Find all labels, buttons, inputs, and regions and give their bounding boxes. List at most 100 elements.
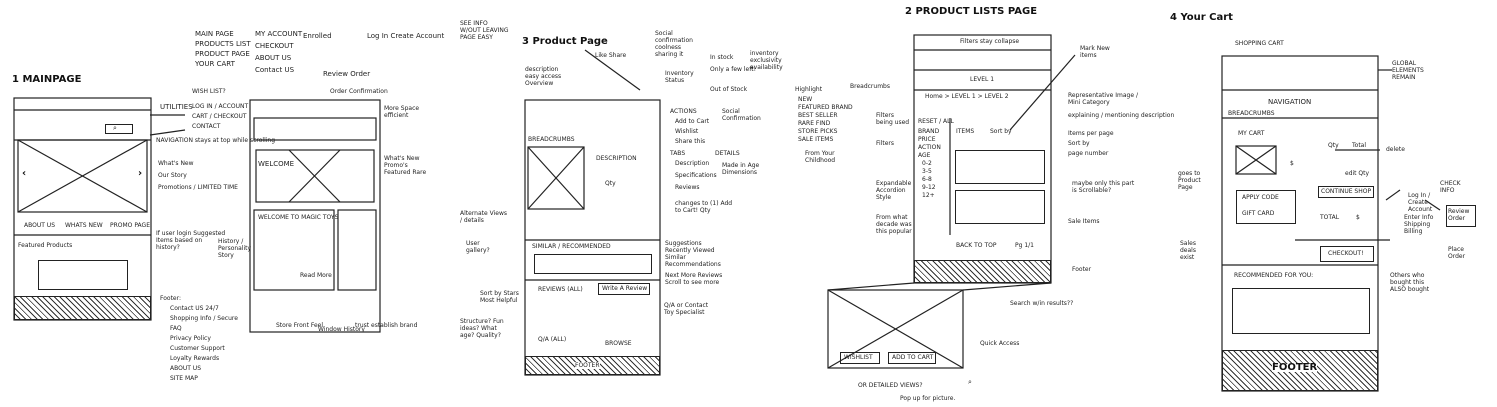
pl-filter-note: Filters stay collapse bbox=[960, 38, 1020, 45]
pl-right-note: Items per page bbox=[1068, 130, 1114, 137]
pp-similar: SIMILAR / RECOMMENDED bbox=[532, 243, 611, 250]
pl-highlight-item: SALE ITEMS bbox=[798, 136, 834, 143]
pp-alt-views: Alternate Views / details bbox=[460, 210, 507, 224]
cart-total-label: TOTAL bbox=[1320, 214, 1340, 221]
footer-item: Contact US 24/7 bbox=[170, 305, 219, 312]
inventory-item: Out of Stock bbox=[710, 86, 748, 93]
write-review-button bbox=[598, 283, 650, 295]
cart-check-info: CHECK INFO bbox=[1440, 180, 1461, 194]
checkout-button bbox=[1320, 246, 1374, 262]
see-info-note: SEE INFO W/OUT LEAVING PAGE EASY bbox=[460, 20, 509, 41]
cart-place-order: Place Order bbox=[1448, 246, 1466, 260]
pl-right-note: explaining / mentioning description bbox=[1068, 112, 1175, 119]
pl-right-note: page number bbox=[1068, 150, 1109, 157]
pl-highlight-item: RARE FIND bbox=[798, 120, 831, 127]
pl-back-to-top: BACK TO TOP bbox=[956, 242, 997, 249]
pl-filter-item: AGE bbox=[918, 152, 931, 159]
nav-item-whats-new: WHATS NEW bbox=[65, 222, 103, 229]
social-note: Social confirmation coolness sharing it bbox=[655, 30, 693, 58]
legend-item: ABOUT US bbox=[255, 54, 292, 62]
store-front-note: Store Front Feel bbox=[276, 322, 324, 329]
trust-note: trust establish brand bbox=[355, 322, 418, 329]
footer-item: Customer Support bbox=[170, 345, 225, 352]
cart-others-note: Others who bought this ALSO bought bbox=[1390, 272, 1430, 293]
more-space-note: More Space efficient bbox=[384, 105, 420, 119]
alt-welcome: WELCOME bbox=[258, 160, 295, 168]
pl-quick-access: Quick Access bbox=[980, 340, 1020, 347]
pl-product-grid-row bbox=[955, 150, 1045, 184]
product-page-heading: 3 Product Page bbox=[522, 36, 608, 47]
cart-qty: Qty bbox=[1328, 142, 1339, 149]
pl-from-years: From Your Childhood bbox=[805, 150, 836, 164]
cart-navigation: NAVIGATION bbox=[1268, 98, 1312, 106]
cart-apply-code: APPLY CODE bbox=[1242, 194, 1279, 201]
pl-footer-hatch bbox=[914, 260, 1051, 283]
cart-login-note: Log In / Create Account bbox=[1408, 192, 1433, 213]
pp-reviews: REVIEWS (ALL) bbox=[538, 286, 583, 293]
pl-highlight-item: BEST SELLER bbox=[798, 112, 838, 119]
footer-item: Shopping Info / Secure bbox=[170, 315, 238, 322]
pl-age-item: 12+ bbox=[922, 192, 935, 199]
pl-product-grid-row bbox=[955, 190, 1045, 224]
pl-filter-item: ACTION bbox=[918, 144, 941, 151]
nav-item-promo: PROMO PAGE bbox=[110, 222, 150, 229]
cart-enter-info: Enter Info Shipping Billing bbox=[1404, 214, 1434, 235]
pp-details: DETAILS bbox=[715, 150, 740, 157]
legend-item: MY ACCOUNT bbox=[255, 30, 303, 38]
cart-title: SHOPPING CART bbox=[1235, 40, 1284, 47]
pl-add-to-cart-button bbox=[888, 352, 936, 364]
pp-qa-bar: Q/A (ALL) bbox=[538, 336, 567, 343]
pl-highlight-item: STORE PICKS bbox=[798, 128, 838, 135]
pp-user-gallery: User gallery? bbox=[466, 240, 490, 254]
pl-highlight-item: FEATURED BRAND bbox=[798, 104, 853, 111]
pl-wishlist-button bbox=[840, 352, 880, 364]
cart-gift-card: GIFT CARD bbox=[1242, 210, 1275, 217]
featured-products-label: Featured Products bbox=[18, 242, 73, 249]
order-confirmation-note: Order Confirmation bbox=[330, 88, 388, 95]
pp-footer: FOOTER bbox=[575, 362, 600, 369]
cart-review-order: Review Order bbox=[1448, 208, 1470, 222]
pl-filters-used: Filters being used bbox=[876, 112, 910, 126]
inventory-item: In stock bbox=[710, 54, 734, 61]
utility-item: LOG IN / ACCOUNT bbox=[192, 103, 249, 110]
pp-tab-item: Specifications bbox=[675, 172, 717, 179]
pp-action-item: Add to Cart bbox=[675, 118, 710, 125]
pl-from-decade: From what decade was this popular bbox=[876, 214, 912, 235]
inventory-note: inventory exclusivity availability bbox=[750, 50, 783, 71]
pl-mark-new: Mark New items bbox=[1080, 45, 1110, 59]
carousel-prev-icon: ‹ bbox=[22, 168, 27, 179]
product-list-heading: 2 PRODUCT LISTS PAGE bbox=[905, 6, 1038, 17]
pp-more-reviews: Next More Reviews Scroll to see more bbox=[665, 272, 723, 286]
pp-structure-note: Structure? Fun ideas? What age? Quality? bbox=[460, 318, 504, 339]
pl-highlight: Highlight bbox=[795, 86, 823, 93]
pp-action-item: Wishlist bbox=[675, 128, 699, 135]
footer-item: SITE MAP bbox=[170, 375, 198, 382]
like-share: Like Share bbox=[595, 52, 627, 59]
cart-goes-to-product: goes to Product Page bbox=[1178, 170, 1201, 191]
pl-expandable: Expandable Accordion Style bbox=[876, 180, 912, 201]
legend-item: PRODUCT PAGE bbox=[195, 50, 250, 58]
pp-tabs: TABS bbox=[670, 150, 686, 157]
pl-crumbs: Home > LEVEL 1 > LEVEL 2 bbox=[925, 93, 1009, 100]
legend-item: YOUR CART bbox=[195, 60, 235, 68]
cart-breadcrumbs: BREADCRUMBS bbox=[1228, 110, 1275, 117]
search-icon: ⌕ bbox=[113, 124, 117, 132]
pl-detailed-views: OR DETAILED VIEWS? bbox=[858, 382, 923, 389]
continue-shop-label: CONTINUE SHOP bbox=[1321, 188, 1372, 195]
featured-products-strip bbox=[38, 260, 128, 290]
pl-filters: Filters bbox=[876, 140, 894, 147]
pp-changes-note: changes to (1) Add to Cart! Qty bbox=[675, 200, 733, 214]
pl-age-item: 6-8 bbox=[922, 176, 932, 183]
pl-representative: Representative Image / Mini Category bbox=[1068, 92, 1138, 106]
pp-browse: BROWSE bbox=[605, 340, 632, 347]
footer-hatch bbox=[14, 296, 151, 320]
pl-page-count: Pg 1/1 bbox=[1015, 242, 1034, 249]
window-history-note: Window History bbox=[318, 326, 365, 333]
cart-code-box bbox=[1236, 190, 1296, 224]
cart-price: $ bbox=[1290, 160, 1294, 167]
cart-global-note: GLOBAL ELEMENTS REMAIN bbox=[1392, 60, 1424, 81]
review-order-box bbox=[1446, 205, 1476, 227]
footer-item: FAQ bbox=[170, 325, 182, 332]
footer-item: ABOUT US bbox=[170, 365, 202, 372]
